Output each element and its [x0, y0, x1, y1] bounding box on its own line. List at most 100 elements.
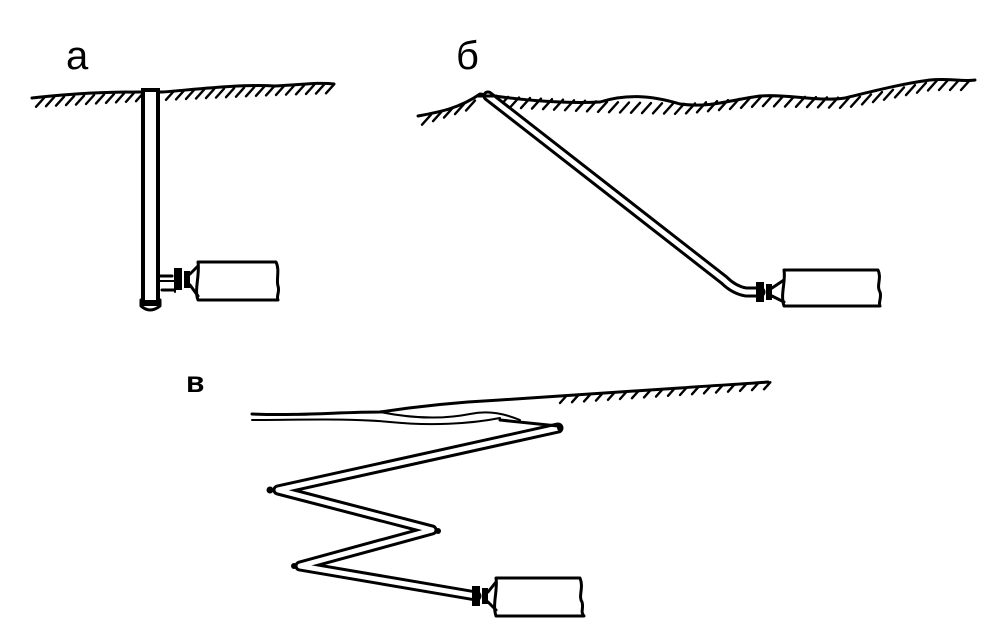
- ground-hatch-mark: [684, 102, 697, 115]
- ground-hatch-mark: [34, 96, 46, 108]
- ground-hatch-mark: [164, 89, 176, 102]
- panel-b-coupling: [756, 278, 786, 304]
- ground-hatch-mark: [284, 84, 296, 96]
- ground-hatch-mark: [94, 93, 106, 105]
- ground-hatch-mark: [706, 99, 719, 113]
- panel-b-drawing: [416, 77, 977, 308]
- ground-hatch-mark: [596, 100, 609, 114]
- ground-hatch-mark: [640, 101, 653, 115]
- ground-hatch-mark: [558, 394, 568, 405]
- ground-hatch-mark: [937, 78, 950, 92]
- ground-hatch-mark: [508, 96, 521, 109]
- ground-hatch-mark: [860, 93, 873, 106]
- ground-hatch-mark: [294, 84, 306, 96]
- ground-hatch-mark: [728, 97, 741, 111]
- ground-hatch-mark: [214, 87, 226, 99]
- ground-hatch-mark: [629, 101, 642, 114]
- ground-hatch-mark: [464, 99, 477, 112]
- panel-c-label: в: [186, 366, 205, 399]
- ground-hatch-mark: [124, 91, 136, 103]
- panel-a-label: а: [66, 34, 89, 78]
- panel-c-chamber: [493, 576, 586, 618]
- ground-hatch-mark: [563, 99, 576, 112]
- ground-hatch-mark: [84, 93, 96, 106]
- ground-hatch-mark: [654, 388, 664, 398]
- ground-hatch-mark: [204, 87, 216, 100]
- ground-hatch-mark: [816, 96, 829, 109]
- ground-hatch-mark: [194, 88, 206, 100]
- ground-hatch-mark: [324, 83, 336, 95]
- ground-hatch-mark: [948, 78, 961, 92]
- ground-hatch-mark: [585, 100, 598, 113]
- panel-b-ground-surface: [416, 77, 977, 126]
- ground-hatch-mark: [224, 86, 236, 99]
- ground-hatch-mark: [574, 99, 587, 113]
- panel-a-drawing: [30, 81, 336, 312]
- ground-hatch-mark: [44, 96, 56, 108]
- ground-hatch-mark: [582, 393, 592, 403]
- ground-hatch-mark: [805, 95, 818, 109]
- ground-hatch-mark: [519, 96, 532, 110]
- ground-hatch-mark: [762, 381, 772, 391]
- ground-hatch-mark: [783, 95, 796, 108]
- ground-hatch-mark: [882, 88, 895, 101]
- ground-hatch-mark: [827, 96, 840, 109]
- panel-b-label: б: [456, 34, 479, 78]
- ground-hatch-mark: [702, 385, 712, 395]
- panel-a-ground-hatching: [34, 83, 336, 108]
- ground-hatch-mark: [959, 78, 972, 92]
- panel-c-ground-surface: [250, 380, 772, 426]
- ground-hatch-mark: [750, 381, 760, 392]
- panel-a-coupling: [174, 264, 200, 298]
- ground-hatch-mark: [552, 98, 565, 111]
- ground-hatch-mark: [739, 96, 752, 110]
- panel-a-chamber: [195, 260, 281, 302]
- panel-b-ground-hatching: [420, 78, 972, 126]
- ground-hatch-mark: [642, 389, 652, 399]
- ground-hatch-mark: [714, 384, 724, 394]
- ground-hatch-mark: [541, 97, 554, 111]
- ground-hatch-mark: [849, 95, 862, 108]
- ground-hatch-mark: [606, 391, 616, 401]
- ground-hatch-mark: [871, 90, 884, 104]
- ground-hatch-mark: [607, 101, 620, 114]
- panel-a-vertical-pipe: [139, 88, 176, 312]
- ground-hatch-mark: [717, 98, 730, 112]
- ground-hatch-mark: [234, 86, 246, 98]
- ground-hatch-mark: [726, 383, 736, 393]
- ground-hatch-mark: [274, 84, 286, 97]
- ground-hatch-mark: [114, 92, 126, 104]
- ground-hatch-mark: [594, 392, 604, 402]
- ground-hatch-mark: [678, 386, 688, 397]
- ground-hatch-mark: [690, 385, 700, 396]
- panel-c-coupling: [472, 580, 498, 612]
- ground-hatch-mark: [651, 102, 664, 115]
- ground-hatch-mark: [904, 83, 917, 97]
- ground-hatch-mark: [618, 101, 631, 114]
- ground-hatch-mark: [926, 79, 939, 92]
- ground-hatch-mark: [304, 83, 316, 96]
- ground-hatch-mark: [64, 94, 76, 107]
- panel-a-ground-surface: [30, 81, 336, 108]
- ground-hatch-mark: [442, 106, 455, 119]
- ground-hatch-mark: [695, 101, 708, 114]
- ground-hatch-mark: [618, 390, 628, 401]
- ground-hatch-mark: [74, 94, 86, 106]
- ground-hatch-mark: [838, 96, 851, 110]
- ground-hatch-mark: [673, 102, 686, 116]
- ground-hatch-mark: [104, 92, 116, 105]
- ground-hatch-mark: [453, 102, 466, 116]
- panel-b-chamber: [781, 268, 883, 308]
- ground-hatch-mark: [264, 85, 276, 97]
- ground-hatch-mark: [893, 86, 906, 99]
- ground-hatch-mark: [420, 113, 433, 126]
- ground-hatch-mark: [174, 89, 186, 101]
- ground-hatch-mark: [738, 382, 748, 393]
- ground-hatch-mark: [530, 97, 543, 110]
- ground-hatch-mark: [254, 85, 266, 98]
- panel-c-zigzag-pipe: [266, 418, 564, 602]
- panel-c-ground-hatching: [558, 381, 772, 405]
- ground-hatch-mark: [750, 95, 763, 109]
